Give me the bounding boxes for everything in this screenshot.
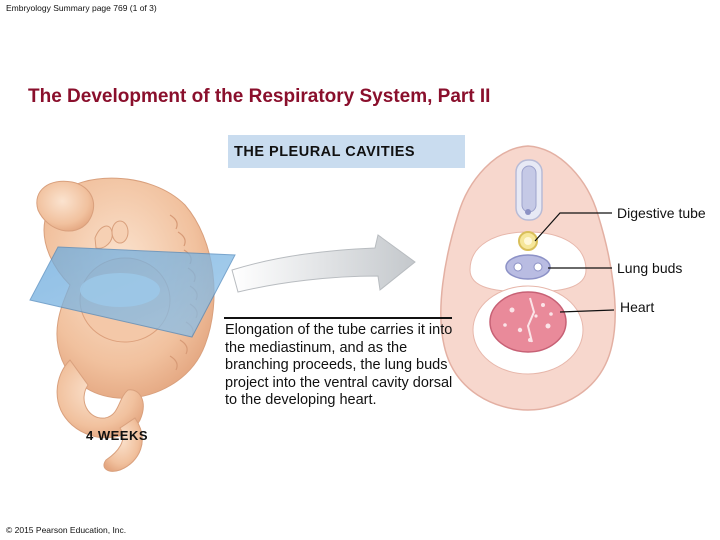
heart-shape — [489, 291, 567, 353]
page-title: The Development of the Respiratory Syste… — [28, 86, 491, 107]
lung-buds-shape — [505, 254, 551, 280]
caption-divider — [224, 317, 452, 319]
section-label: THE PLEURAL CAVITIES — [234, 144, 416, 160]
lung-buds-label: Lung buds — [617, 260, 683, 276]
leader-lines — [534, 212, 615, 313]
cross-section-illustration — [440, 145, 616, 411]
copyright-text: © 2015 Pearson Education, Inc. — [6, 525, 127, 535]
caption-text: Elongation of the tube carries it into t… — [225, 322, 453, 408]
page-header: Embryology Summary page 769 (1 of 3) — [6, 3, 157, 13]
section-plane — [29, 246, 236, 338]
section-label-box — [228, 135, 465, 168]
heart-label: Heart — [620, 299, 655, 315]
digestive-tube-label: Digestive tube — [617, 205, 706, 221]
embryo-age-label: 4 WEEKS — [86, 428, 149, 443]
direction-arrow — [231, 234, 416, 293]
